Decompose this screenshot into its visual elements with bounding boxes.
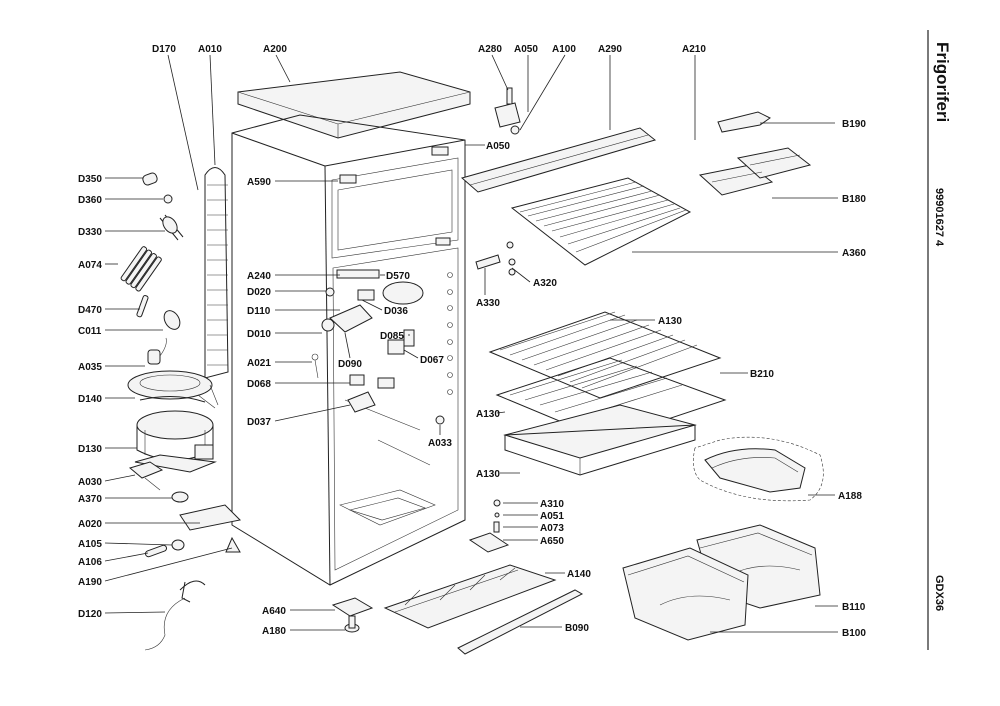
label-a240: A240	[247, 271, 271, 282]
model-code: GDX36	[933, 575, 945, 611]
label-d110: D110	[247, 306, 271, 317]
label-b090: B090	[565, 623, 589, 634]
left-small-parts	[120, 172, 184, 365]
fridge-wire-shelves	[488, 311, 727, 441]
label-b190: B190	[842, 119, 866, 130]
label-a200: A200	[263, 44, 287, 55]
label-d020: D020	[247, 287, 271, 298]
label-a190: A190	[78, 577, 102, 588]
label-a280: A280	[478, 44, 502, 55]
label-a590: A590	[247, 177, 271, 188]
category-title: Frigoriferi	[933, 42, 952, 122]
label-b180: B180	[842, 194, 866, 205]
label-d350: D350	[78, 174, 102, 185]
glass-shelf	[383, 564, 557, 629]
label-d170: D170	[152, 44, 176, 55]
top-right-parts	[494, 87, 521, 135]
condenser-coil	[204, 167, 229, 379]
label-a310: A310	[540, 499, 564, 510]
label-c011: C011	[78, 326, 102, 337]
freezer-front-strip	[460, 127, 657, 193]
label-d330: D330	[78, 227, 102, 238]
label-d360: D360	[78, 195, 102, 206]
label-a074: A074	[78, 260, 102, 271]
label-d470: D470	[78, 305, 102, 316]
control-parts	[311, 269, 445, 425]
label-a650: A650	[540, 536, 564, 547]
label-a021: A021	[247, 358, 271, 369]
label-a050-top: A050	[514, 44, 538, 55]
label-d068: D068	[247, 379, 271, 390]
label-a051: A051	[540, 511, 564, 522]
label-a050: A050	[486, 141, 510, 152]
label-a180: A180	[262, 626, 286, 637]
label-a035: A035	[78, 362, 102, 373]
butter-compartment	[693, 436, 824, 502]
label-a640: A640	[262, 606, 286, 617]
label-b100: B100	[842, 628, 866, 639]
leader-lines	[104, 54, 838, 633]
label-a360: A360	[842, 248, 866, 259]
crisper-drawers	[622, 524, 821, 641]
bottom-left-parts	[128, 461, 242, 651]
label-a330: A330	[476, 298, 500, 309]
label-a073: A073	[540, 523, 564, 534]
top-panel	[237, 71, 471, 139]
label-a030: A030	[78, 477, 102, 488]
label-a188: A188	[838, 491, 862, 502]
label-a140: A140	[567, 569, 591, 580]
label-d130: D130	[78, 444, 102, 455]
label-a210: A210	[682, 44, 706, 55]
label-a010: A010	[198, 44, 222, 55]
label-a320: A320	[533, 278, 557, 289]
label-d010: D010	[247, 329, 271, 340]
label-a105: A105	[78, 539, 102, 550]
label-a130-mid: A130	[476, 409, 500, 420]
label-d140: D140	[78, 394, 102, 405]
part-drawings	[120, 71, 824, 655]
label-d570: D570	[386, 271, 410, 282]
part-labels: D170 A010 A200 A280 A050 A100 A290 A210 …	[78, 44, 866, 639]
label-b210: B210	[750, 369, 774, 380]
label-d090: D090	[338, 359, 362, 370]
label-a290: A290	[598, 44, 622, 55]
ice-trays	[698, 111, 812, 196]
bottom-center-parts	[331, 597, 374, 633]
crisper-cover-tray	[503, 404, 697, 476]
compressor-assembly	[127, 370, 219, 473]
label-a100: A100	[552, 44, 576, 55]
label-d036: D036	[384, 306, 408, 317]
label-d067: D067	[420, 355, 444, 366]
label-a370: A370	[78, 494, 102, 505]
document-code: 99901627 4	[933, 188, 945, 247]
brackets	[475, 241, 516, 276]
freezer-wire-shelf	[510, 177, 692, 266]
label-a130-top: A130	[658, 316, 682, 327]
bottom-profile	[457, 589, 584, 655]
label-a130-bottom: A130	[476, 469, 500, 480]
label-a020: A020	[78, 519, 102, 530]
label-d120: D120	[78, 609, 102, 620]
label-d085: D085	[380, 331, 404, 342]
label-a033: A033	[428, 438, 452, 449]
small-hardware	[468, 499, 510, 553]
label-d037: D037	[247, 417, 271, 428]
label-b110: B110	[842, 602, 866, 613]
label-a106: A106	[78, 557, 102, 568]
